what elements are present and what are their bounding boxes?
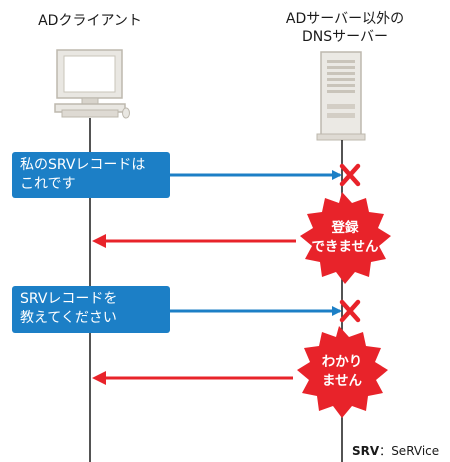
server-title-line2: DNSサーバー bbox=[302, 29, 388, 45]
error-text-1-line2: できません bbox=[311, 239, 379, 255]
footnote-full: SeRVice bbox=[391, 444, 440, 458]
response-arrowhead-1 bbox=[92, 234, 106, 248]
footnote-abbr: SRV bbox=[352, 444, 380, 458]
server-title: ADサーバー以外の DNSサーバー bbox=[270, 10, 420, 46]
footnote-sep: ： bbox=[379, 444, 392, 458]
message-1-line1: 私のSRVレコードは bbox=[20, 157, 146, 173]
red-x-icon bbox=[339, 299, 361, 323]
error-text-2-line1: わかり bbox=[321, 354, 363, 370]
error-text-2: わかり ません bbox=[282, 353, 402, 391]
message-box-2: SRVレコードを 教えてください bbox=[12, 286, 170, 333]
response-arrowhead-2 bbox=[92, 371, 106, 385]
red-x-icon bbox=[339, 163, 361, 187]
client-title: ADクライアント bbox=[38, 13, 142, 29]
footnote: SRV：SeRVice bbox=[352, 442, 439, 459]
message-2-line1: SRVレコードを bbox=[20, 291, 118, 307]
message-2-line2: 教えてください bbox=[20, 310, 117, 326]
desktop-computer-icon bbox=[54, 49, 130, 119]
tower-server-icon bbox=[316, 51, 366, 141]
message-box-1: 私のSRVレコードは これです bbox=[12, 152, 170, 198]
error-burst-2 bbox=[297, 326, 388, 418]
error-burst-1 bbox=[300, 192, 391, 284]
server-title-line1: ADサーバー以外の bbox=[285, 11, 405, 27]
error-text-2-line2: ません bbox=[321, 373, 363, 389]
error-text-1-line1: 登録 bbox=[331, 220, 359, 236]
error-text-1: 登録 できません bbox=[285, 219, 405, 257]
message-1-line2: これです bbox=[20, 176, 76, 192]
